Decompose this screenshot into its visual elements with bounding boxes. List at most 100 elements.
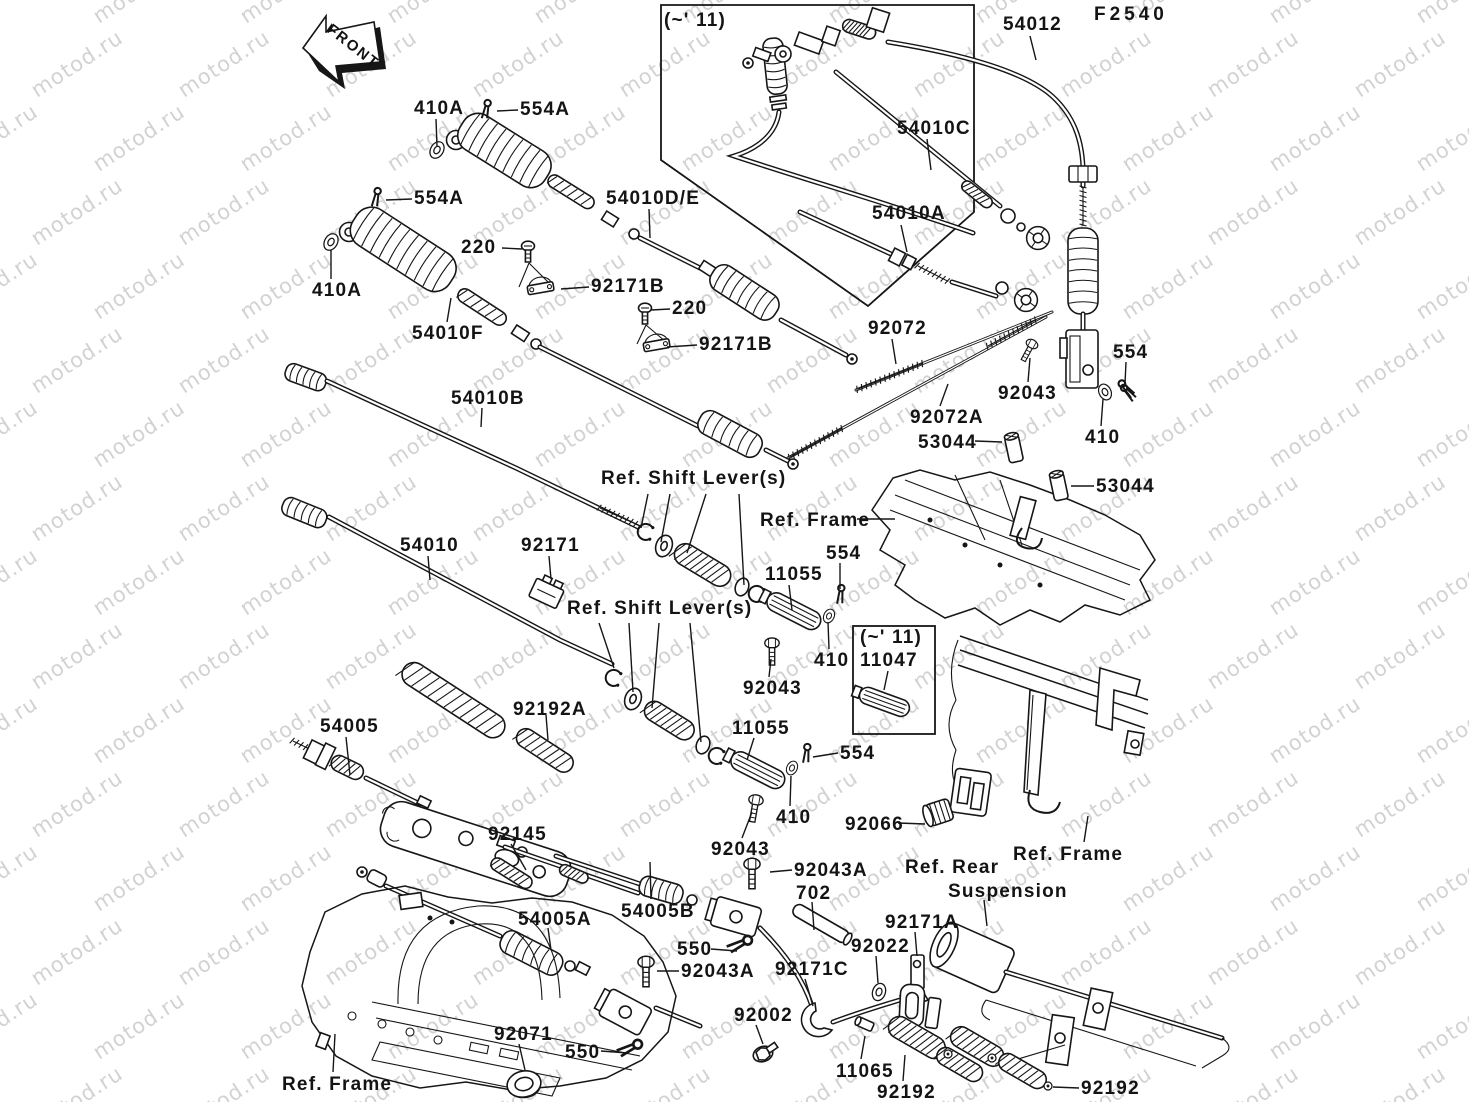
watermark-text: motod.ru	[1203, 617, 1304, 694]
watermark-text: motod.ru	[971, 543, 1072, 620]
leader-line-ref-shift-2	[689, 622, 702, 743]
leader-line-ref-shift-1	[686, 493, 707, 554]
part-label-p92171b-1: 92171B	[591, 276, 665, 297]
leader-line-p92192a	[545, 714, 549, 741]
part-label-p11055-1: 11055	[765, 564, 823, 585]
part-label-p54010f: 54010F	[412, 323, 484, 344]
leader-line-p92072a	[939, 383, 949, 407]
cable-54005	[289, 737, 643, 898]
watermark-text: motod.ru	[89, 395, 190, 472]
leader-line-p92022	[875, 955, 879, 984]
part-label-p554a-1: 554A	[520, 99, 571, 120]
part-label-p92192-2: 92192	[1081, 1078, 1140, 1099]
watermark-text: motod.ru	[1265, 987, 1366, 1064]
leader-line-ref-shift-2	[628, 622, 634, 693]
watermark-text: motod.ru	[1203, 469, 1304, 546]
watermark-text: motod.ru	[1265, 99, 1366, 176]
watermark-text: motod.ru	[1118, 691, 1219, 768]
watermark-text: motod.ru	[1203, 765, 1304, 842]
part-label-p550-1: 550	[677, 939, 713, 960]
leader-line-p220-2	[650, 308, 671, 311]
part-label-p220-2: 220	[672, 298, 708, 319]
watermark-text: motod.ru	[236, 395, 337, 472]
part-label-p410-m1: 410	[814, 650, 850, 671]
leader-line-p53044-1	[974, 440, 1003, 443]
part-label-p92022: 92022	[851, 936, 910, 957]
rod-92072	[854, 310, 1054, 394]
watermark-text: motod.ru	[1056, 25, 1157, 102]
part-label-suspension: Suspension	[948, 881, 1068, 902]
leader-line-ref-frame-3	[332, 1033, 336, 1073]
watermark-text: motod.ru	[0, 99, 42, 176]
part-label-p410-m2: 410	[776, 807, 812, 828]
watermark-text: motod.ru	[615, 173, 716, 250]
exploded-view-art: FRONT	[281, 4, 1230, 1099]
leader-line-p11065	[860, 1035, 866, 1060]
leader-line-p54005	[345, 736, 351, 776]
leader-line-p410a-1	[435, 118, 438, 147]
tube-702	[792, 903, 853, 946]
leader-line-p92171c	[804, 978, 814, 1007]
cable-54010c	[833, 69, 1055, 255]
part-label-p54010c: 54010C	[897, 118, 971, 139]
part-label-p220-1: 220	[461, 237, 497, 258]
watermark-text: motod.ru	[468, 25, 569, 102]
part-label-p554-r: 554	[1113, 342, 1149, 363]
watermark-text: motod.ru	[89, 987, 190, 1064]
leader-line-p410-m1	[827, 621, 830, 650]
watermark-text: motod.ru	[27, 321, 128, 398]
watermark-text: motod.ru	[909, 25, 1010, 102]
leader-line-ref-shift-2	[598, 622, 615, 669]
part-label-p54010a: 54010A	[872, 203, 946, 224]
leader-line-p11047	[883, 670, 889, 691]
leader-line-p54010	[427, 555, 431, 581]
watermark-text: motod.ru	[971, 99, 1072, 176]
watermark-text: motod.ru	[174, 913, 275, 990]
watermark-text: motod.ru	[236, 543, 337, 620]
leader-line-p410-m2	[789, 775, 792, 807]
watermark-text: motod.ru	[236, 987, 337, 1064]
watermark-text: motod.ru	[236, 839, 337, 916]
part-label-note-2011-top: (~' 11)	[664, 10, 727, 31]
watermark-text: motod.ru	[0, 691, 42, 768]
leader-line-p92072	[891, 338, 897, 365]
leader-line-p54010de	[648, 208, 651, 239]
part-label-p54012: 54012	[1003, 14, 1062, 35]
cable-54010b	[284, 362, 846, 666]
part-label-p11065: 11065	[836, 1061, 894, 1082]
part-label-p92066: 92066	[845, 814, 904, 835]
rod-92072a	[786, 315, 1048, 462]
leader-line-p92043-m1	[768, 658, 772, 678]
part-label-p554-m2: 554	[840, 743, 876, 764]
part-label-p92171a: 92171A	[885, 912, 959, 933]
watermark-text: motod.ru	[1412, 543, 1469, 620]
springs-92192	[882, 1015, 1053, 1091]
part-label-p54005b: 54005B	[621, 901, 695, 922]
watermark-text: motod.ru	[174, 25, 275, 102]
watermark-text: motod.ru	[1203, 1061, 1304, 1102]
watermark-text: motod.ru	[1265, 247, 1366, 324]
leader-line-p54005b	[649, 861, 652, 900]
frame-right	[922, 635, 1149, 828]
watermark-text: motod.ru	[0, 247, 42, 324]
leader-line-p92043-m2	[741, 811, 753, 839]
watermark-text: motod.ru	[615, 321, 716, 398]
part-label-p92043a-1: 92043A	[794, 860, 868, 881]
part-label-p92192a: 92192A	[513, 699, 587, 720]
part-label-p92043-m2: 92043	[711, 839, 770, 860]
watermark-text: motod.ru	[615, 1061, 716, 1102]
watermark-text: motod.ru	[1118, 99, 1219, 176]
watermark-text: motod.ru	[1203, 25, 1304, 102]
watermark-text: motod.ru	[909, 469, 1010, 546]
watermark-text: motod.ru	[1350, 765, 1451, 842]
watermark-text: motod.ru	[89, 99, 190, 176]
leader-line-ref-shift-2	[651, 622, 660, 709]
frame-bottomleft	[301, 885, 677, 1097]
front-arrow: FRONT	[301, 13, 386, 89]
leader-line-p54005a	[547, 927, 552, 951]
watermark-text: motod.ru	[1265, 0, 1366, 28]
watermark-text: motod.ru	[0, 839, 42, 916]
leader-line-p554-m2	[812, 752, 839, 758]
